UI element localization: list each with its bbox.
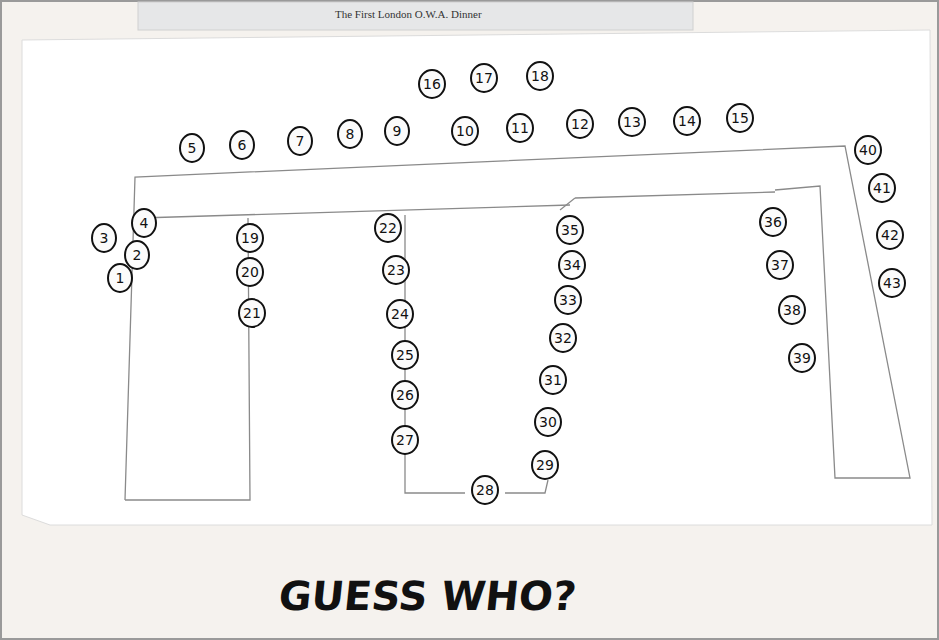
outer-table-edge — [125, 146, 910, 500]
seat-number: 32 — [554, 331, 572, 345]
seat-circle: 32 — [549, 323, 577, 353]
inner-table-edge — [140, 205, 570, 218]
seat-number: 16 — [423, 77, 441, 91]
seat-number: 33 — [559, 293, 577, 307]
seat-circle: 7 — [287, 126, 313, 156]
seat-circle: 19 — [236, 223, 264, 253]
seat-number: 17 — [475, 71, 493, 85]
seat-number: 35 — [561, 223, 579, 237]
table-outline — [125, 146, 910, 500]
seat-number: 30 — [539, 415, 557, 429]
seat-circle: 25 — [391, 340, 419, 370]
seat-number: 40 — [859, 143, 877, 157]
inner-table-edge — [575, 192, 775, 198]
card-title: The First London O.W.A. Dinner — [335, 8, 482, 20]
seat-circle: 26 — [391, 380, 419, 410]
seat-number: 38 — [783, 303, 801, 317]
seat-circle: 41 — [868, 173, 896, 203]
seat-circle: 21 — [238, 298, 266, 328]
seat-circle: 38 — [778, 295, 806, 325]
middle-leg — [560, 198, 575, 210]
seat-number: 14 — [678, 114, 696, 128]
seat-circle: 16 — [418, 69, 446, 99]
seat-circle: 8 — [337, 119, 363, 149]
seat-number: 31 — [544, 373, 562, 387]
seat-number: 11 — [511, 121, 529, 135]
seat-circle: 13 — [618, 107, 646, 137]
seat-circle: 34 — [558, 250, 586, 280]
seat-number: 25 — [396, 348, 414, 362]
seat-number: 15 — [731, 111, 749, 125]
seat-circle: 10 — [451, 116, 479, 146]
seat-number: 7 — [296, 134, 305, 148]
seat-number: 37 — [771, 258, 789, 272]
seat-circle: 15 — [726, 103, 754, 133]
seat-circle: 2 — [124, 240, 150, 270]
seat-circle: 43 — [878, 268, 906, 298]
seat-circle: 39 — [788, 343, 816, 373]
seat-circle: 42 — [876, 220, 904, 250]
seat-number: 42 — [881, 228, 899, 242]
handwritten-caption: GUESS WHO? — [277, 573, 579, 619]
seat-circle: 5 — [179, 133, 205, 163]
seat-number: 1 — [116, 271, 125, 285]
seat-number: 18 — [531, 69, 549, 83]
seat-number: 20 — [241, 265, 259, 279]
seat-number: 29 — [536, 458, 554, 472]
seat-circle: 23 — [382, 255, 410, 285]
paper-sheet — [22, 30, 932, 525]
seat-circle: 17 — [470, 63, 498, 93]
seat-circle: 18 — [526, 61, 554, 91]
seat-circle: 36 — [759, 207, 787, 237]
seat-number: 10 — [456, 124, 474, 138]
seat-number: 24 — [391, 307, 409, 321]
seat-circle: 35 — [556, 215, 584, 245]
seat-number: 23 — [387, 263, 405, 277]
seat-circle: 4 — [131, 208, 157, 238]
title-card — [138, 2, 693, 30]
seat-number: 21 — [243, 306, 261, 320]
seat-circle: 28 — [471, 475, 499, 505]
seat-circle: 22 — [374, 213, 402, 243]
seat-circle: 30 — [534, 407, 562, 437]
seat-circle: 27 — [391, 425, 419, 455]
seat-circle: 11 — [506, 113, 534, 143]
seat-number: 39 — [793, 351, 811, 365]
seat-circle: 40 — [854, 135, 882, 165]
seat-number: 3 — [100, 231, 109, 245]
seat-circle: 3 — [91, 223, 117, 253]
seat-number: 12 — [571, 117, 589, 131]
seat-circle: 14 — [673, 106, 701, 136]
seat-number: 2 — [133, 248, 142, 262]
seat-circle: 20 — [236, 257, 264, 287]
seat-circle: 31 — [539, 365, 567, 395]
seat-circle: 29 — [531, 450, 559, 480]
left-leg — [125, 218, 250, 500]
seat-number: 22 — [379, 221, 397, 235]
seat-number: 9 — [393, 124, 402, 138]
middle-leg — [505, 480, 548, 493]
seat-number: 13 — [623, 115, 641, 129]
seat-number: 43 — [883, 276, 901, 290]
seat-circle: 24 — [386, 299, 414, 329]
seat-number: 27 — [396, 433, 414, 447]
seat-circle: 37 — [766, 250, 794, 280]
seat-number: 36 — [764, 215, 782, 229]
seat-number: 5 — [188, 141, 197, 155]
seat-number: 34 — [563, 258, 581, 272]
seat-number: 26 — [396, 388, 414, 402]
seat-circle: 12 — [566, 109, 594, 139]
seat-number: 19 — [241, 231, 259, 245]
seat-number: 41 — [873, 181, 891, 195]
seat-circle: 6 — [229, 130, 255, 160]
seat-number: 4 — [140, 216, 149, 230]
seat-circle: 33 — [554, 285, 582, 315]
seat-number: 8 — [346, 127, 355, 141]
seat-number: 6 — [238, 138, 247, 152]
seat-circle: 9 — [384, 116, 410, 146]
seat-number: 28 — [476, 483, 494, 497]
